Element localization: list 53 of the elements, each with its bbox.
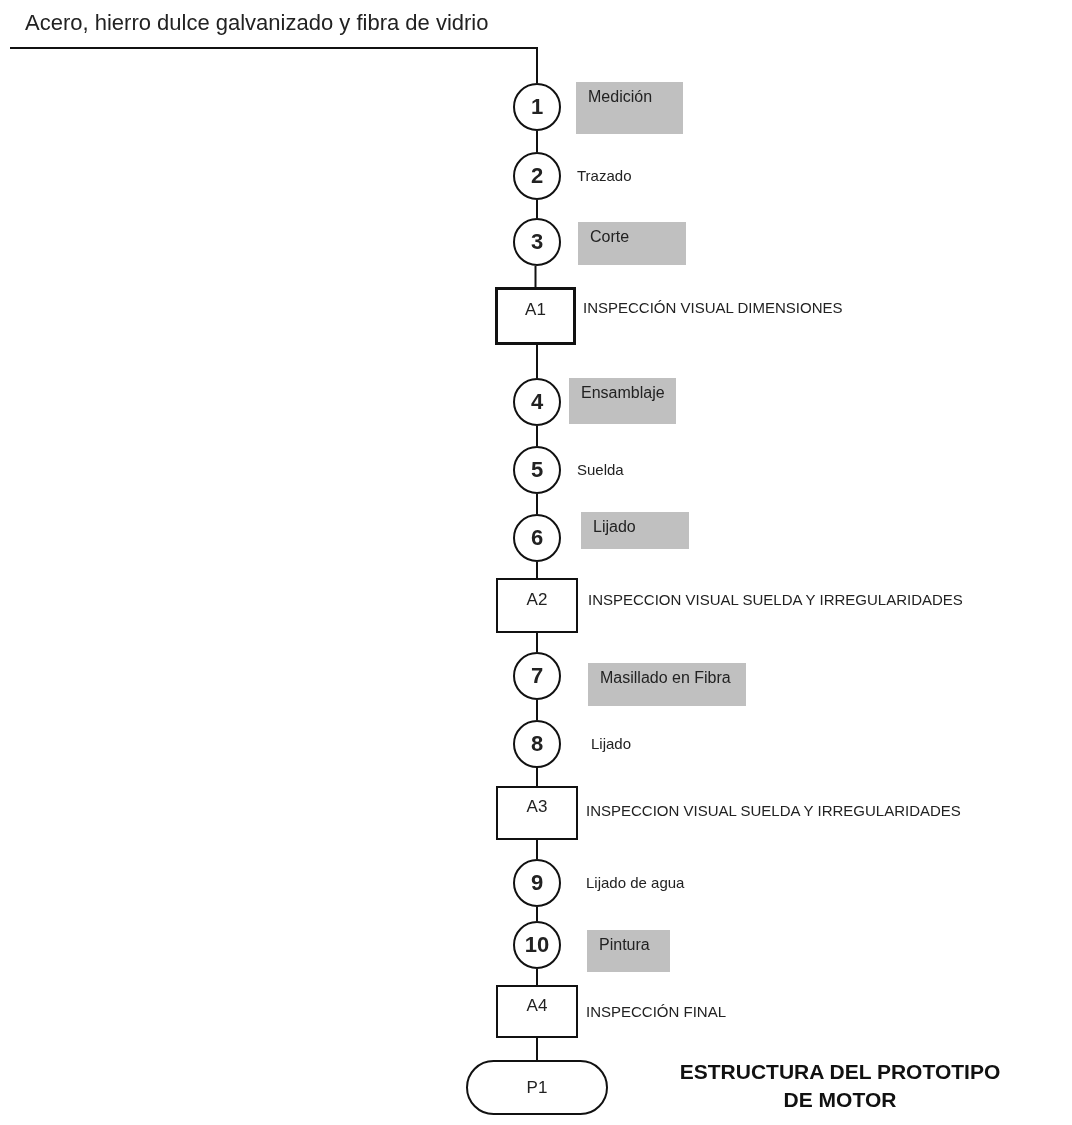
step-label: Trazado	[577, 166, 632, 186]
product-terminal	[466, 1060, 608, 1115]
flow-line	[536, 632, 538, 653]
step-label: Masillado en Fibra	[588, 663, 746, 706]
flow-line	[536, 839, 538, 860]
node-number: A4	[526, 995, 548, 1016]
flow-line	[536, 1037, 538, 1061]
operation-circle	[513, 83, 561, 131]
operation-circle	[513, 514, 561, 562]
step-label: Lijado	[581, 512, 689, 549]
step-label: INSPECCIÓN VISUAL DIMENSIONES	[583, 298, 843, 318]
step-label: Ensamblaje	[569, 378, 676, 424]
step-label: Pintura	[587, 930, 670, 972]
node-number: 7	[530, 663, 544, 689]
node-number: 8	[530, 731, 544, 757]
operation-circle	[513, 652, 561, 700]
material-label: Acero, hierro dulce galvanizado y fibra de vidrio	[10, 6, 537, 48]
step-label: INSPECCIÓN FINAL	[586, 1001, 727, 1022]
flow-line	[536, 767, 538, 787]
node-number: 10	[524, 932, 550, 958]
step-label: INSPECCION VISUAL SUELDA Y IRREGULARIDADES	[586, 801, 961, 821]
flow-line	[536, 561, 538, 579]
node-number: 4	[530, 389, 544, 415]
step-label: Lijado de agua	[586, 873, 685, 893]
flow-line	[536, 130, 538, 153]
flow-line	[536, 425, 538, 447]
step-label: Corte	[578, 222, 686, 265]
operation-circle	[513, 921, 561, 969]
operation-circle	[513, 378, 561, 426]
node-number: P1	[526, 1077, 548, 1098]
operation-circle	[513, 218, 561, 266]
step-label: Suelda	[577, 460, 624, 480]
node-number: A2	[526, 589, 548, 610]
step-label: INSPECCION VISUAL SUELDA Y IRREGULARIDADES	[588, 589, 963, 610]
node-number: 3	[530, 229, 544, 255]
node-number: 1	[530, 94, 544, 120]
flow-line	[536, 699, 538, 721]
node-number: 9	[530, 870, 544, 896]
flow-line	[9, 47, 538, 84]
flow-line	[536, 199, 538, 219]
node-number: 5	[530, 457, 544, 483]
step-label: Medición	[576, 82, 683, 134]
flow-line	[536, 344, 538, 379]
node-number: 2	[530, 163, 544, 189]
flow-line	[534, 265, 537, 288]
flow-line	[536, 968, 538, 986]
diagram-title: ESTRUCTURA DEL PROTOTIPO DE MOTOR	[678, 1059, 1002, 1114]
flow-line	[536, 493, 538, 515]
flow-line	[536, 906, 538, 922]
step-label: Lijado	[591, 734, 632, 754]
node-number: A1	[525, 300, 546, 320]
node-number: 6	[530, 525, 544, 551]
node-number: A3	[526, 797, 548, 817]
